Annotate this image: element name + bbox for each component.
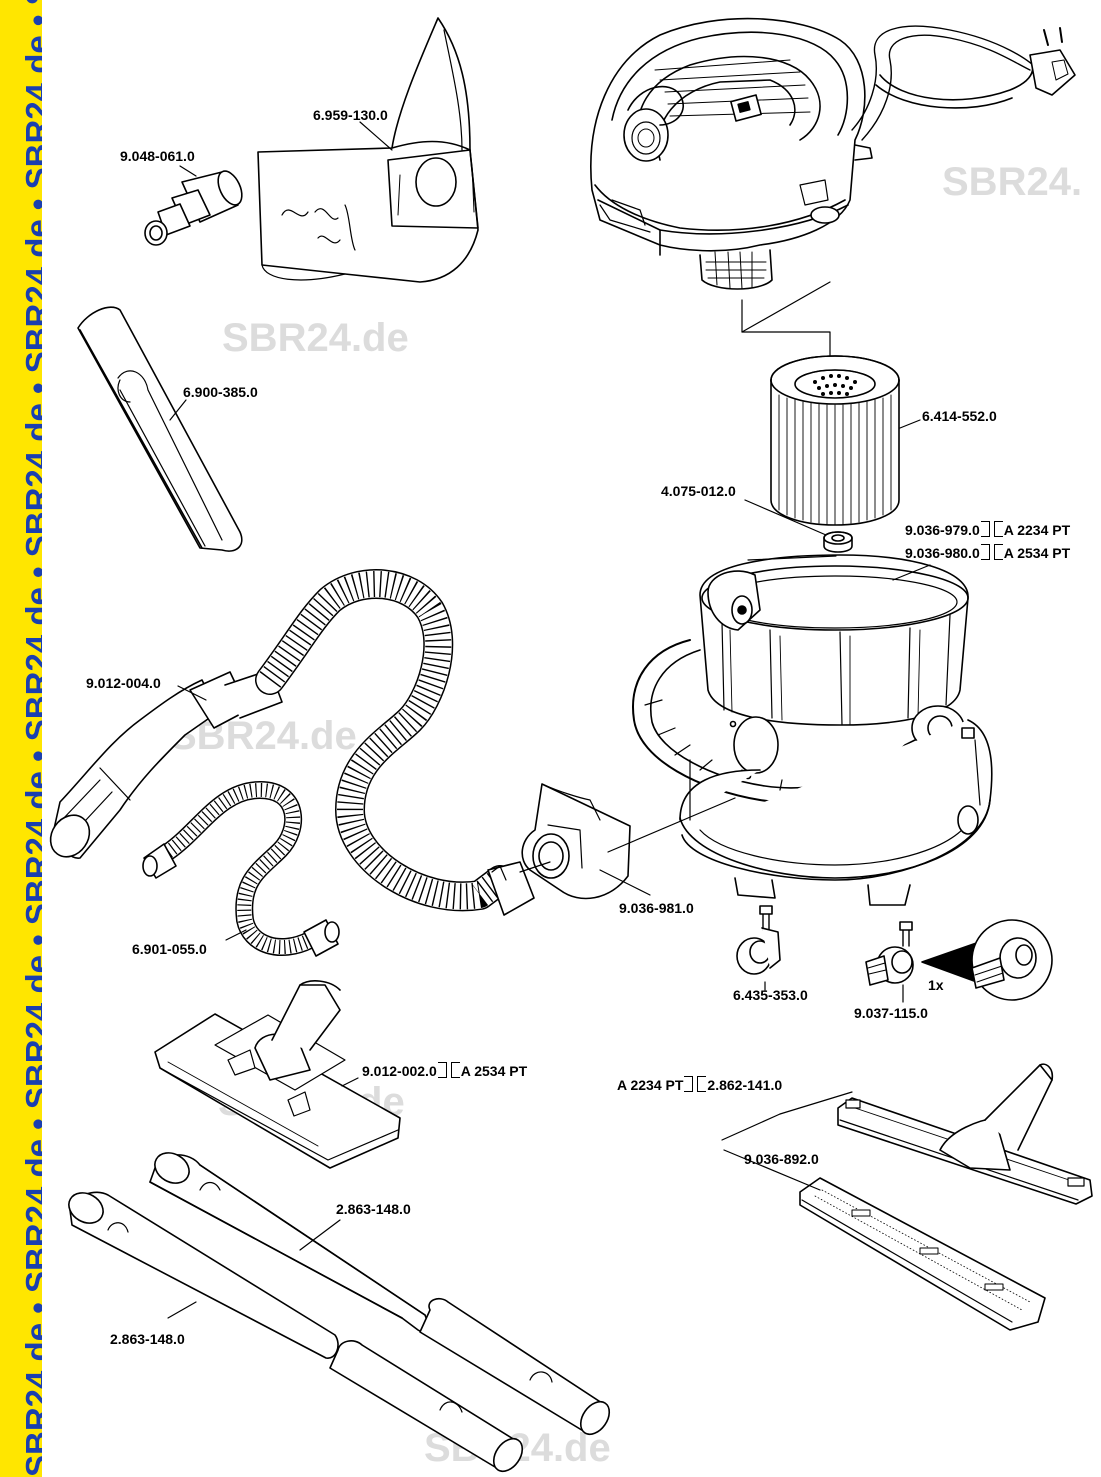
part-number: 9.036-980.0 <box>905 545 980 561</box>
part-label-container-a: 9.036-979.0 A 2234 PT <box>905 521 1070 538</box>
part-label-quantity: 1x <box>928 977 944 993</box>
part-label-hose-connector: 9.036-981.0 <box>619 900 694 916</box>
part-label-squeegee-insert: 9.036-892.0 <box>744 1151 819 1167</box>
adapter-drawing <box>144 170 243 246</box>
container-drawing <box>632 554 993 906</box>
part-label-adapter: 9.048-061.0 <box>120 148 195 164</box>
small-hose-drawing <box>142 781 340 957</box>
squeegee-insert-drawing <box>799 1177 1046 1331</box>
motor-head-drawing <box>590 17 1076 290</box>
part-number: 9.012-002.0 <box>362 1063 437 1079</box>
wet-dry-nozzle-drawing <box>837 1063 1093 1205</box>
hose-connector-drawing <box>521 783 631 900</box>
crevice-nozzle-drawing <box>77 306 243 552</box>
model-name: A 2234 PT <box>617 1077 684 1093</box>
watermark: SBR24. <box>942 160 1083 204</box>
cartridge-filter-drawing <box>770 355 900 526</box>
model-name: A 2534 PT <box>460 1063 528 1079</box>
extension-tubes-drawing <box>68 1152 611 1473</box>
watermark: SBR24.de <box>222 316 409 360</box>
part-label-cartridge-filter: 6.414-552.0 <box>922 408 997 424</box>
filter-bag-drawing <box>257 17 479 283</box>
castor-drawing <box>736 905 781 975</box>
castor-brake-drawing <box>865 921 914 986</box>
part-label-castor-brake: 9.037-115.0 <box>854 1005 928 1021</box>
part-label-crevice-nozzle: 6.900-385.0 <box>183 384 258 400</box>
brake-detail-drawing <box>921 919 1053 1001</box>
side-banner: SBR24.de • SBR24.de • SBR24.de • SBR24.d… <box>0 0 42 1477</box>
part-label-floor-nozzle: 9.012-002.0 A 2534 PT <box>362 1062 527 1079</box>
suction-hose-drawing <box>49 569 535 916</box>
part-label-extension-tube-lower: 2.863-148.0 <box>110 1331 185 1347</box>
model-name: A 2534 PT <box>1003 545 1071 561</box>
part-number: 2.862-141.0 <box>707 1077 783 1093</box>
part-label-container-b: 9.036-980.0 A 2534 PT <box>905 544 1070 561</box>
part-label-nut: 4.075-012.0 <box>661 483 736 499</box>
part-label-suction-hose: 9.012-004.0 <box>86 675 161 691</box>
part-label-extension-tube-upper: 2.863-148.0 <box>336 1201 411 1217</box>
part-label-wet-dry-nozzle: A 2234 PT 2.862-141.0 <box>617 1076 782 1093</box>
part-number: 9.036-979.0 <box>905 522 980 538</box>
part-label-filter-bag: 6.959-130.0 <box>313 107 388 123</box>
part-label-small-hose: 6.901-055.0 <box>132 941 207 957</box>
floor-nozzle-drawing <box>154 980 401 1169</box>
nut-drawing <box>823 531 853 553</box>
model-name: A 2234 PT <box>1003 522 1071 538</box>
part-label-castor: 6.435-353.0 <box>733 987 808 1003</box>
